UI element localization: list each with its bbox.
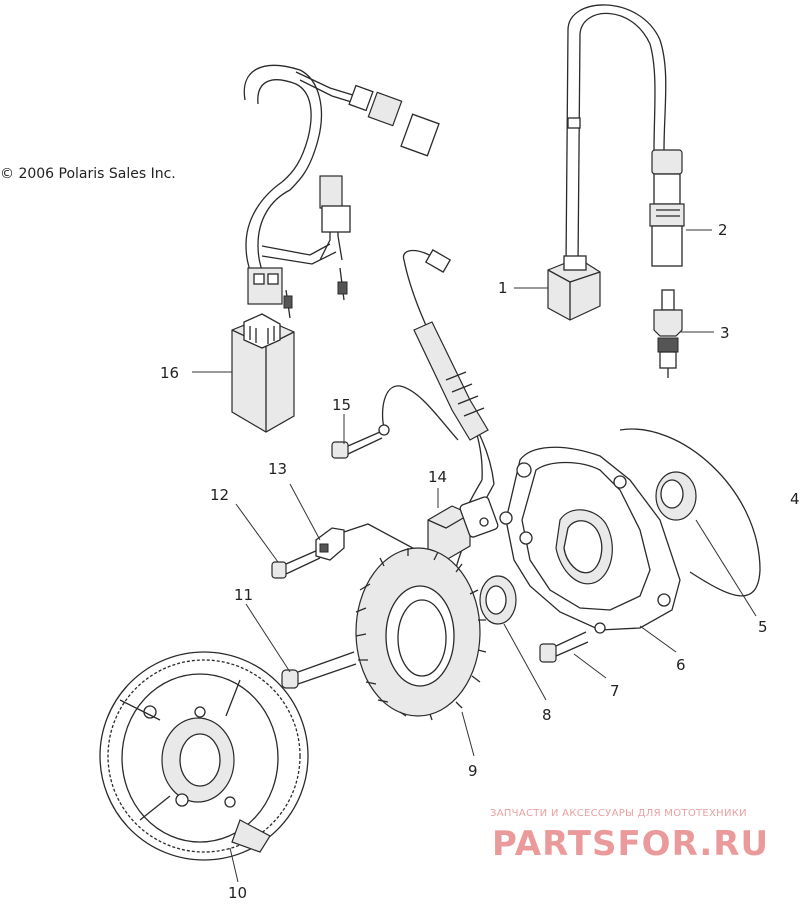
part-gasket-outline [619,428,761,597]
copyright-notice: © 2006 Polaris Sales Inc. [0,166,176,182]
part-bolt-7[interactable] [539,631,589,663]
callout-7: 7 [610,682,620,700]
callout-2: 2 [718,221,728,239]
callout-3: 3 [720,324,730,342]
callout-12: 12 [210,486,229,504]
callout-10: 10 [228,884,247,902]
callout-13: 13 [268,460,287,478]
watermark-caption: ЗАПЧАСТИ И АКСЕССУАРЫ ДЛЯ МОТОТЕХНИКИ [490,808,747,819]
part-ignition-coil[interactable] [547,4,667,321]
part-control-module[interactable] [231,313,295,433]
part-stator-housing[interactable] [499,446,681,634]
callout-8: 8 [542,706,552,724]
part-stator-lead[interactable] [402,249,495,569]
part-stator[interactable] [355,547,487,721]
part-wire-clamp[interactable] [315,523,451,569]
callout-1: 1 [498,279,508,297]
part-spark-plug-cap[interactable] [649,149,685,267]
part-pickup-sensor[interactable] [427,496,499,561]
watermark-logo: PARTSFOR.RU [492,824,770,864]
part-ground-wire[interactable] [331,385,459,459]
callout-labels: 1 2 3 4 5 6 7 8 9 10 11 12 13 14 15 16 [160,221,800,902]
callout-14: 14 [428,468,447,486]
leader-lines [192,229,757,883]
callout-5: 5 [758,618,768,636]
callout-4: 4 [790,490,800,508]
callout-11: 11 [234,586,253,604]
part-wiring-harness[interactable] [243,64,440,319]
callout-15: 15 [332,396,351,414]
part-seal-8[interactable] [479,575,517,625]
part-flywheel[interactable] [99,651,309,861]
part-oil-seal-5[interactable] [655,471,697,521]
callout-9: 9 [468,762,478,780]
callout-6: 6 [676,656,686,674]
callout-16: 16 [160,364,179,382]
part-screw-12[interactable] [271,549,321,579]
part-bolt-11[interactable] [281,651,357,689]
part-spark-plug[interactable] [653,289,683,378]
